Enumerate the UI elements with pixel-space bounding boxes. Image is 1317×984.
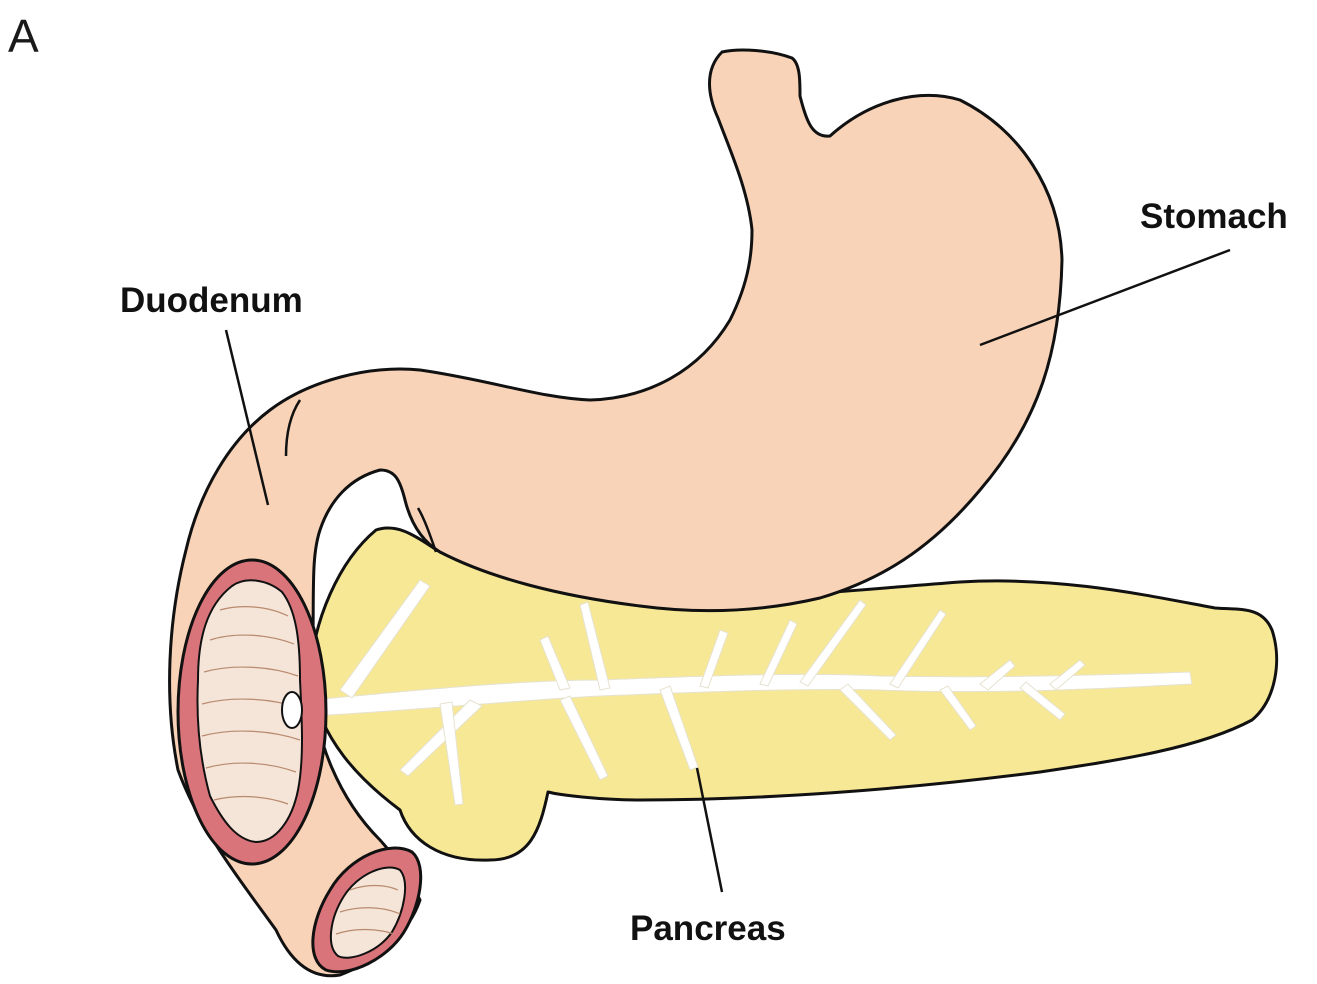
duodenum-label: Duodenum <box>120 281 303 320</box>
stomach-duodenum-body <box>170 50 1062 976</box>
duodenum-lumen-upper <box>178 560 326 864</box>
panel-letter: A <box>8 10 39 62</box>
stomach-label: Stomach <box>1140 197 1288 236</box>
pancreas-label: Pancreas <box>630 909 786 948</box>
